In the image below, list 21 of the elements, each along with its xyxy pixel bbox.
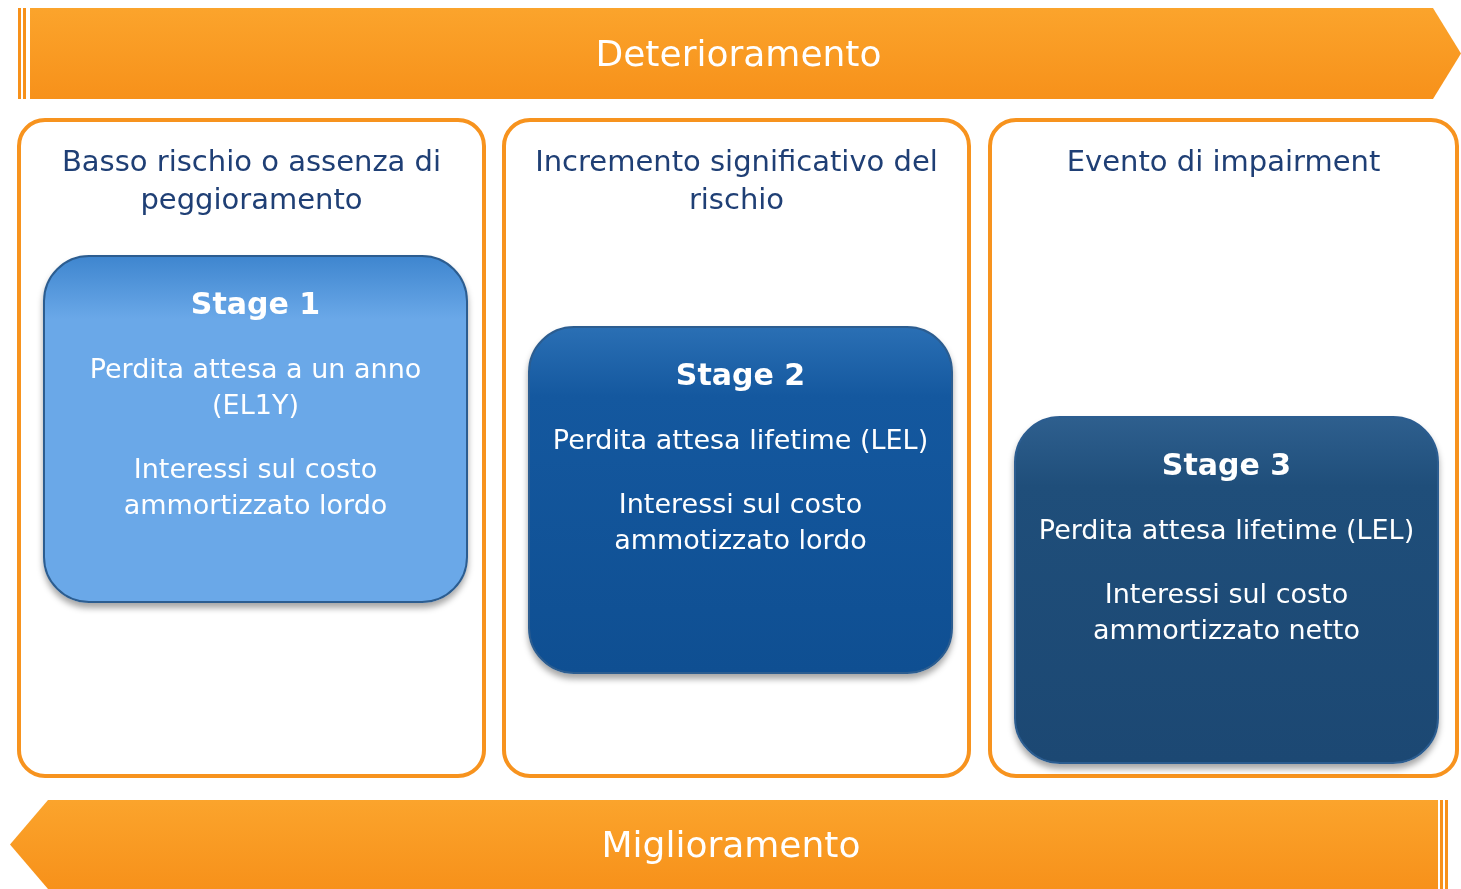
stage-description: Perdita attesa a un anno (EL1Y) <box>88 352 423 422</box>
stage-panel <box>502 118 971 778</box>
stage-description: Perdita attesa lifetime (LEL) <box>552 423 929 457</box>
arrow-band <box>16 8 1461 99</box>
stage-title: Stage 3 <box>1161 446 1292 484</box>
stage-panel <box>17 118 486 778</box>
stage-description: Interessi sul costo ammortizzato lordo <box>122 452 389 522</box>
stage-box <box>528 326 953 674</box>
stage-panel <box>988 118 1459 778</box>
stage-box <box>1014 416 1439 764</box>
panel-heading: Incremento significativo del rischio <box>534 143 939 218</box>
stage-box <box>43 255 468 603</box>
stage-title: Stage 2 <box>675 356 806 394</box>
stage-description: Perdita attesa lifetime (LEL) <box>1038 513 1415 547</box>
stage-description: Interessi sul costo ammotizzato lordo <box>613 487 868 557</box>
stage-title: Stage 1 <box>190 285 321 323</box>
stage-description: Interessi sul costo ammortizzato netto <box>1092 577 1361 647</box>
band-label: Miglioramento <box>601 822 861 867</box>
band-label: Deterioramento <box>595 31 882 76</box>
panel-heading: Evento di impairment <box>1065 143 1382 180</box>
panel-heading: Basso rischio o assenza di peggioramento <box>60 143 443 218</box>
